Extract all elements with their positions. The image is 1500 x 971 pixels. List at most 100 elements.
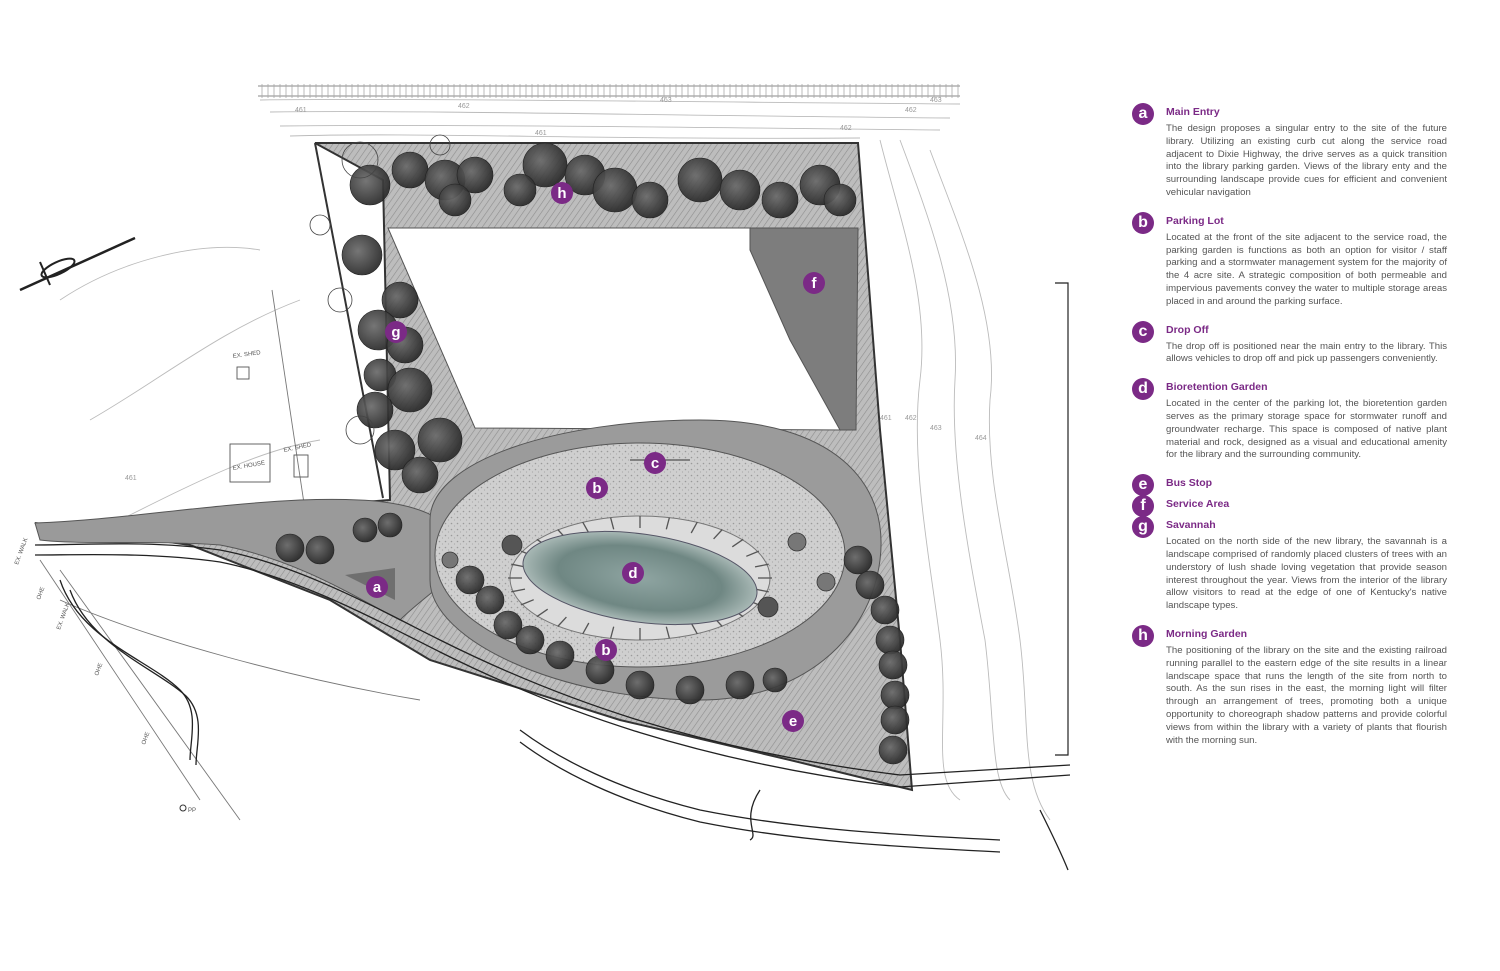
tree-icon — [438, 183, 472, 217]
tree-icon — [275, 533, 305, 563]
legend-title: Savannah — [1166, 519, 1216, 532]
legend-badge: c — [1132, 320, 1154, 343]
existing-tree-icon — [327, 287, 353, 313]
parking-lot — [429, 419, 882, 701]
tree-icon — [870, 595, 900, 625]
legend-description: Located at the front of the site adjacen… — [1166, 231, 1447, 307]
contour-label: 462 — [458, 103, 470, 110]
plan-marker-f: f — [803, 272, 825, 294]
contour-label: 463 — [930, 425, 942, 432]
shed-1-outline — [236, 366, 250, 380]
svg-text:b: b — [592, 480, 601, 497]
existing-tree-icon — [429, 134, 451, 156]
tree-icon — [493, 610, 523, 640]
plan-marker-h: h — [551, 182, 573, 204]
contour-label: 462 — [905, 415, 917, 422]
tree-icon — [305, 535, 335, 565]
plan-marker-a: a — [366, 576, 388, 598]
legend-description: Located in the center of the parking lot… — [1166, 398, 1447, 461]
legend-badge: b — [1132, 211, 1154, 234]
tree-icon — [352, 517, 378, 543]
tree-icon — [725, 670, 755, 700]
contour-label: 461 — [125, 475, 137, 482]
tree-icon — [878, 650, 908, 680]
tree-icon — [456, 156, 494, 194]
ohe-label: OHE — [36, 586, 46, 600]
tree-icon — [341, 234, 383, 276]
plan-marker-e: e — [782, 710, 804, 732]
legend-badge: g — [1132, 516, 1154, 539]
contour-label: 463 — [660, 97, 672, 104]
north-arrow-icon — [19, 236, 136, 292]
house-label: EX. HOUSE — [232, 460, 265, 472]
contour-label: 461 — [880, 415, 892, 422]
legend-title: Drop Off — [1166, 323, 1209, 336]
svg-text:c: c — [651, 455, 659, 472]
contour-label: 462 — [905, 107, 917, 114]
legend-description: The design proposes a singular entry to … — [1166, 123, 1447, 198]
tree-icon — [401, 456, 439, 494]
legend-badge: f — [1132, 495, 1154, 518]
tree-icon — [417, 417, 463, 463]
tree-icon — [503, 173, 537, 207]
plan-marker-b: b — [595, 639, 617, 661]
power-pole-icon — [179, 804, 187, 812]
legend-title: Main Entry — [1166, 106, 1220, 118]
tree-icon — [349, 164, 391, 206]
svg-text:d: d — [628, 565, 637, 582]
tree-icon — [823, 183, 857, 217]
roads — [34, 543, 1071, 871]
contour-label: 461 — [295, 107, 307, 114]
plan-marker-g: g — [385, 321, 407, 343]
tree-canopy — [275, 134, 910, 765]
tree-icon — [762, 667, 788, 693]
legend-title: Morning Garden — [1166, 627, 1248, 640]
tree-icon — [515, 625, 545, 655]
contour-label: 463 — [930, 97, 942, 104]
tree-icon — [475, 585, 505, 615]
legend-title: Bioretention Garden — [1166, 381, 1268, 394]
svg-text:e: e — [789, 713, 797, 730]
tree-icon — [843, 545, 873, 575]
tree-icon — [880, 680, 910, 710]
svg-text:b: b — [601, 642, 610, 659]
tree-icon — [387, 367, 433, 413]
adjacent-lots — [39, 289, 421, 821]
tree-icon — [677, 157, 723, 203]
extent-bracket — [1055, 282, 1069, 756]
tree-icon — [455, 565, 485, 595]
tree-icon — [875, 625, 905, 655]
site-plan: 4624634614624614624634644654664644614624… — [14, 84, 1071, 871]
ohe-label: OHE — [141, 731, 151, 745]
legend-description: The drop off is positioned near the main… — [1166, 340, 1447, 365]
railroad — [258, 84, 960, 98]
svg-text:a: a — [373, 579, 382, 596]
shed-2-label: EX. SHED — [283, 442, 312, 454]
contour-label: 462 — [840, 125, 852, 132]
plan-marker-b: b — [586, 477, 608, 499]
legend-item-f: f Service Area — [1132, 495, 1447, 518]
tree-icon — [880, 705, 910, 735]
legend-badge: a — [1132, 103, 1154, 125]
pole-label: PP — [188, 808, 196, 814]
tree-icon — [545, 640, 575, 670]
existing-tree-icon — [345, 415, 375, 445]
plan-marker-d: d — [622, 562, 644, 584]
shed-2-outline — [293, 454, 309, 478]
house-outline — [229, 443, 271, 483]
plan-markers: h g f c b d a b e — [366, 182, 825, 732]
tree-icon — [761, 181, 799, 219]
tree-icon — [391, 151, 429, 189]
legend-badge: d — [1132, 378, 1154, 401]
legend-title: Parking Lot — [1166, 214, 1224, 227]
legend-title: Service Area — [1166, 498, 1230, 511]
svg-text:g: g — [391, 324, 400, 341]
tree-icon — [377, 512, 403, 538]
